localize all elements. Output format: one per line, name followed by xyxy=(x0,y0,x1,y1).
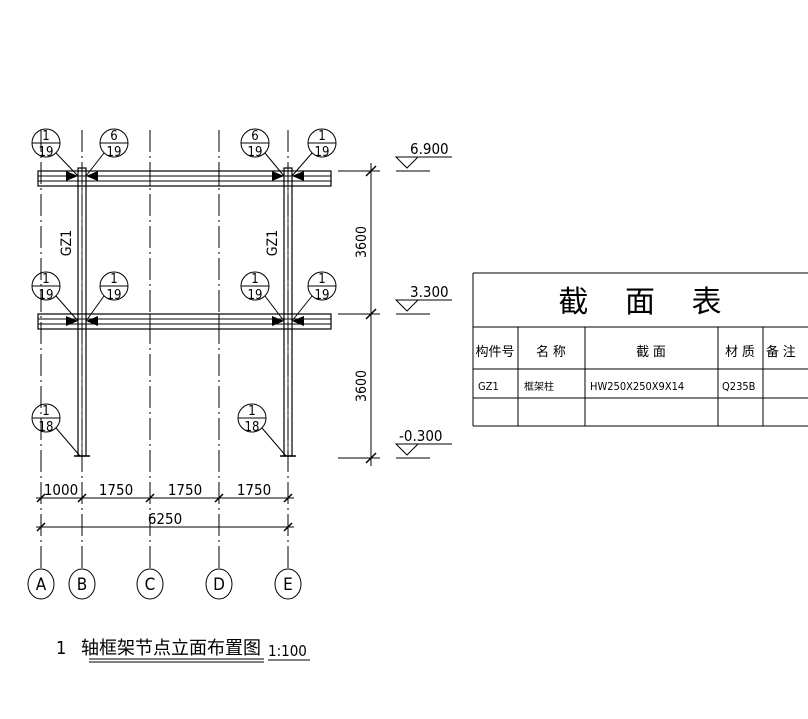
header-remarks: 备 注 xyxy=(766,344,796,360)
elevation-mid: 3.300 xyxy=(394,283,452,315)
drawing-number: 1 xyxy=(56,638,66,659)
axis-bubble-c: C xyxy=(136,568,164,600)
svg-text:19: 19 xyxy=(39,288,54,303)
callout-mid-d: 1 19 xyxy=(240,271,285,322)
axis-bubble-d: D xyxy=(205,568,233,600)
svg-text:19: 19 xyxy=(39,145,54,160)
svg-text:1: 1 xyxy=(42,272,49,287)
dim-d-e: 1750 xyxy=(237,481,271,499)
dim-a-b: 1000 xyxy=(44,481,78,499)
callout-top-b: 6 19 xyxy=(85,128,129,177)
dim-c-d: 1750 xyxy=(168,481,202,499)
svg-text:19: 19 xyxy=(315,288,330,303)
svg-text:1: 1 xyxy=(110,272,117,287)
table-title: 截 面 表 xyxy=(558,285,721,320)
svg-text:1: 1 xyxy=(251,272,258,287)
svg-text:19: 19 xyxy=(248,288,263,303)
svg-text:6.900: 6.900 xyxy=(410,140,449,158)
svg-text:19: 19 xyxy=(315,145,330,160)
svg-text:1: 1 xyxy=(318,272,325,287)
svg-text:D: D xyxy=(213,575,225,595)
callout-mid-b: 1 19 xyxy=(85,271,129,322)
drawing-title-block: 1 轴框架节点立面布置图 1:100 xyxy=(56,638,310,663)
horizontal-dimensions: 1000 1750 1750 1750 6250 xyxy=(36,481,294,532)
dim-total: 6250 xyxy=(148,510,182,528)
cell-material: Q235B xyxy=(722,380,756,393)
svg-text:E: E xyxy=(283,575,293,595)
header-member-no: 构件号 xyxy=(475,345,514,360)
callout-top-d: 6 19 xyxy=(240,128,285,177)
callout-base-e: 1 18 xyxy=(237,403,287,457)
svg-text:6: 6 xyxy=(251,129,258,144)
svg-text:1: 1 xyxy=(318,129,325,144)
svg-text:C: C xyxy=(145,575,156,595)
svg-text:-0.300: -0.300 xyxy=(399,427,443,445)
axis-bubbles: A B C D E xyxy=(27,568,302,600)
cell-member-no: GZ1 xyxy=(478,380,499,393)
cell-section: HW250X250X9X14 xyxy=(590,380,684,393)
svg-text:18: 18 xyxy=(245,420,260,435)
dim-b-c: 1750 xyxy=(99,481,133,499)
vertical-dimension-chain: 3600 3600 xyxy=(338,163,380,466)
dim-vertical-upper: 3600 xyxy=(354,226,370,258)
callout-mid-a: 1 19 xyxy=(31,271,79,322)
callout-base-b: 1 18 xyxy=(31,403,81,457)
cell-name: 框架柱 xyxy=(524,380,554,393)
callout-mid-e: 1 19 xyxy=(291,271,337,322)
svg-text:6: 6 xyxy=(110,129,117,144)
elevation-base: -0.300 xyxy=(394,427,452,459)
elevation-top: 6.900 xyxy=(394,140,452,172)
axis-bubble-a: A xyxy=(27,568,55,600)
header-section: 截 面 xyxy=(636,345,666,360)
svg-text:18: 18 xyxy=(39,420,54,435)
svg-text:19: 19 xyxy=(107,288,122,303)
elevation-markers: 6.900 3.300 -0.300 xyxy=(394,140,452,459)
steel-beams xyxy=(37,170,332,457)
svg-text:1: 1 xyxy=(42,129,49,144)
callout-top-left: 1 19 xyxy=(31,128,79,177)
svg-text:1: 1 xyxy=(248,404,255,419)
section-table: 截 面 表 构件号 名 称 截 面 材 质 备 注 GZ1 框架柱 HW250X… xyxy=(472,272,808,427)
svg-text:19: 19 xyxy=(248,145,263,160)
steel-columns: GZ1 GZ1 xyxy=(59,167,293,457)
node-callouts: 1 19 6 19 6 19 1 19 1 19 xyxy=(31,128,337,457)
svg-text:1: 1 xyxy=(42,404,49,419)
drawing-scale: 1:100 xyxy=(268,642,307,660)
drawing-title: 轴框架节点立面布置图 xyxy=(81,638,261,659)
dim-vertical-lower: 3600 xyxy=(354,370,370,402)
axis-bubble-e: E xyxy=(274,568,302,600)
header-name: 名 称 xyxy=(536,344,566,360)
svg-text:19: 19 xyxy=(107,145,122,160)
header-material: 材 质 xyxy=(725,345,755,360)
column-label-left: GZ1 xyxy=(59,230,75,256)
column-label-right: GZ1 xyxy=(265,230,281,256)
svg-text:A: A xyxy=(36,575,47,595)
svg-text:3.300: 3.300 xyxy=(410,283,449,301)
callout-top-e: 1 19 xyxy=(291,128,337,177)
svg-text:B: B xyxy=(77,575,88,595)
axis-bubble-b: B xyxy=(68,568,96,600)
